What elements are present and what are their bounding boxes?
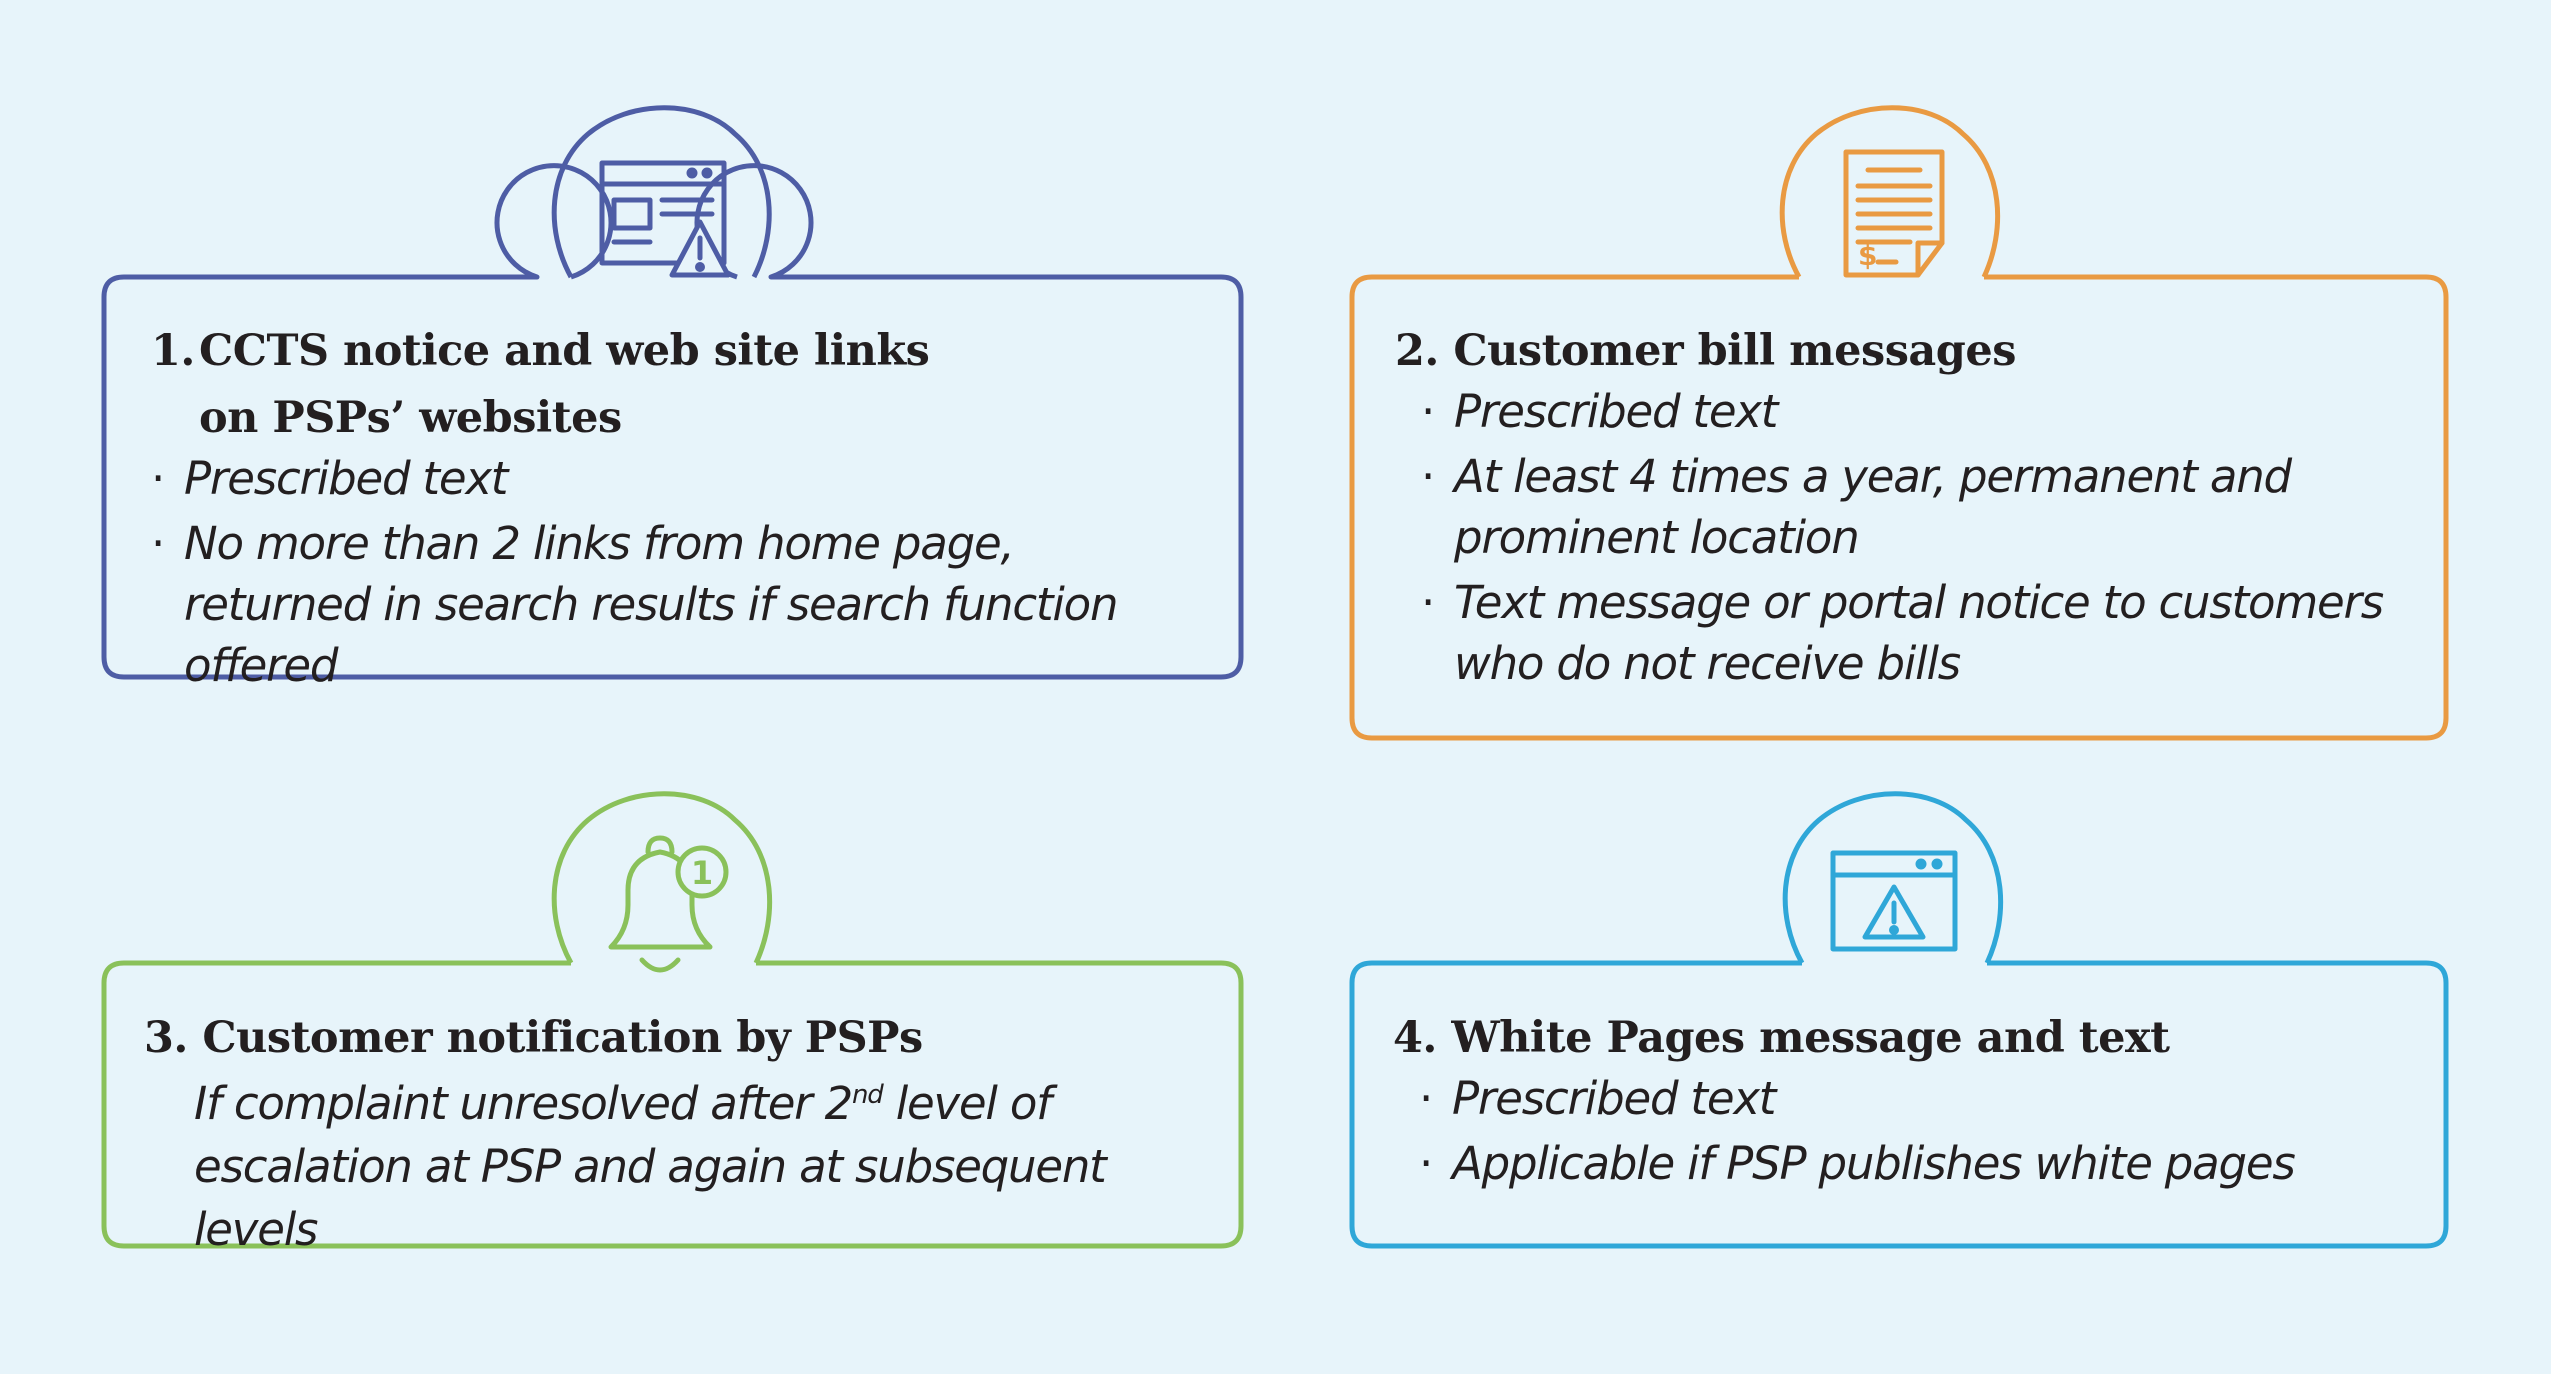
card-2: 2. Customer bill messages Prescribed tex… xyxy=(1395,318,2435,694)
card-3-frame xyxy=(101,960,1244,1249)
card-3-bump xyxy=(551,791,773,965)
notification-badge: 1 xyxy=(691,854,713,892)
card-4: 4. White Pages message and text Prescrib… xyxy=(1393,1005,2433,1194)
bill-document-icon: $ xyxy=(1843,149,1945,278)
card-1-bump xyxy=(551,105,772,279)
card-3-title: 3. Customer notification by PSPs xyxy=(144,1005,1224,1072)
card-3: 3. Customer notification by PSPs If comp… xyxy=(144,1005,1224,1261)
card-1-bullet: No more than 2 links from home page, ret… xyxy=(151,513,1184,696)
card-4-bullet: Applicable if PSP publishes white pages xyxy=(1419,1133,2433,1194)
window-warning-icon xyxy=(1830,850,1958,952)
card-3-note-sup: nd xyxy=(852,1080,884,1110)
card-2-bullet: At least 4 times a year, permanent and p… xyxy=(1421,446,2324,568)
card-1-title-line2: on PSPs’ websites xyxy=(199,393,622,443)
card-1-bullet: Prescribed text xyxy=(151,448,1211,509)
card-4-number: 4. xyxy=(1393,1013,1437,1063)
card-4-title-text: White Pages message and text xyxy=(1451,1013,2170,1063)
card-2-frame xyxy=(1349,274,2449,741)
card-1-title-line1: CCTS notice and web site links xyxy=(199,326,930,376)
card-3-note-before: If complaint unresolved after 2 xyxy=(194,1077,853,1130)
browser-warning-icon xyxy=(599,160,731,278)
card-1-title: 1. CCTS notice and web site links on PSP… xyxy=(151,318,1211,452)
card-2-bullet: Prescribed text xyxy=(1421,381,2435,442)
card-4-bullets: Prescribed text Applicable if PSP publis… xyxy=(1419,1068,2433,1194)
card-3-note: If complaint unresolved after 2nd level … xyxy=(194,1072,1224,1261)
card-2-title-text: Customer bill messages xyxy=(1453,326,2016,376)
card-1: 1. CCTS notice and web site links on PSP… xyxy=(151,318,1211,696)
card-4-frame xyxy=(1349,960,2449,1249)
card-3-number: 3. xyxy=(144,1013,188,1063)
notification-bell-icon: 1 xyxy=(608,835,729,973)
card-3-note-after: level of escalation at PSP and again at … xyxy=(194,1077,1107,1256)
card-1-number: 1. xyxy=(151,326,195,376)
card-3-title-text: Customer notification by PSPs xyxy=(202,1013,923,1063)
card-2-bump xyxy=(1779,105,2001,279)
card-4-title: 4. White Pages message and text xyxy=(1393,1005,2433,1072)
card-2-number: 2. xyxy=(1395,326,1439,376)
card-2-bullet: Text message or portal notice to custome… xyxy=(1421,572,2464,694)
svg-text:$: $ xyxy=(1858,239,1877,272)
card-2-bullets: Prescribed text At least 4 times a year,… xyxy=(1421,381,2435,694)
card-4-bullet: Prescribed text xyxy=(1419,1068,2433,1129)
card-2-title: 2. Customer bill messages xyxy=(1395,318,2435,385)
card-1-bullets: Prescribed text No more than 2 links fro… xyxy=(151,448,1211,696)
card-4-bump xyxy=(1782,791,2004,965)
